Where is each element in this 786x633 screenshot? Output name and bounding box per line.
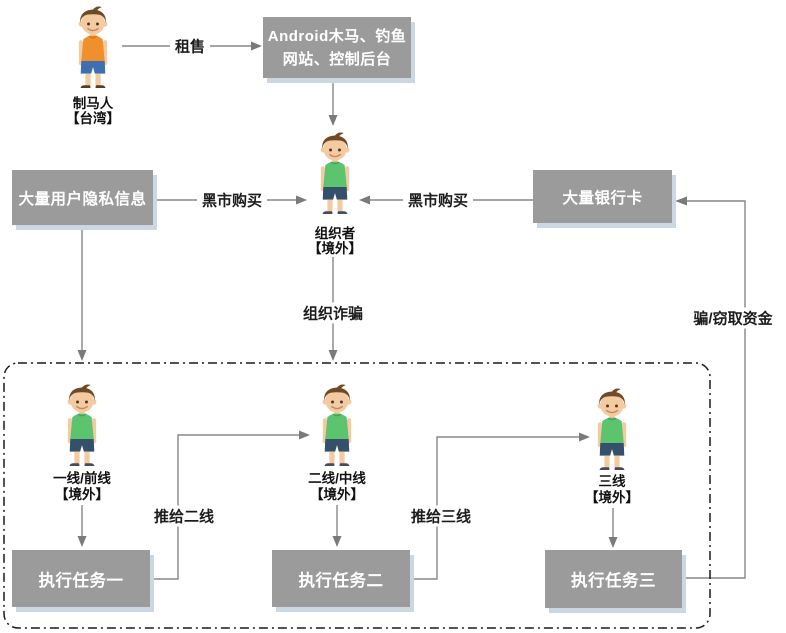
edge-label-black-market-right: 黑市购买 xyxy=(402,189,474,211)
arrowhead-rent xyxy=(251,41,262,51)
arrowhead-bank-left xyxy=(359,195,370,205)
node-task1-box: 执行任务一 xyxy=(12,550,150,607)
arrowhead-push-line3 xyxy=(579,432,590,442)
arrowhead-organize-down xyxy=(328,350,338,361)
person-line1-name: 一线/前线 xyxy=(53,471,111,486)
arrowhead-tools-down xyxy=(328,115,338,126)
edge-label-organize-fraud: 组织诈骗 xyxy=(297,302,369,324)
person-line2-location: 【境外】 xyxy=(310,487,364,502)
person-line1-location: 【境外】 xyxy=(55,487,109,502)
arrowhead-push-line2 xyxy=(299,430,310,440)
node-bankcards-box: 大量银行卡 xyxy=(533,170,672,223)
frontline-group-container xyxy=(3,362,711,629)
edge-steal-funds-line xyxy=(682,200,746,579)
node-task3-box: 执行任务三 xyxy=(545,550,682,608)
person-maker-location: 【台湾】 xyxy=(66,111,120,126)
edge-label-push-line3: 推给三线 xyxy=(405,505,477,527)
person-organizer-location: 【境外】 xyxy=(308,241,362,256)
person-line3-name: 三线 xyxy=(598,474,626,489)
person-line2-name: 二线/中线 xyxy=(308,471,366,486)
arrowhead-privacy-down xyxy=(77,350,87,361)
node-tools-box: Android木马、钓鱼网站、控制后台 xyxy=(263,17,411,78)
person-line1-figure xyxy=(53,380,111,473)
edge-label-steal-funds: 骗/窃取资金 xyxy=(688,307,778,329)
person-maker-name: 制马人 xyxy=(72,96,114,111)
edge-label-black-market-left: 黑市购买 xyxy=(196,189,268,211)
arrowhead-task2-down xyxy=(332,536,342,547)
node-task2-box: 执行任务二 xyxy=(272,550,410,607)
person-line3-location: 【境外】 xyxy=(585,490,639,505)
person-organizer-name: 组织者 xyxy=(314,226,356,241)
person-line3-figure xyxy=(583,384,641,477)
person-line2-figure xyxy=(308,380,366,473)
person-maker-figure xyxy=(64,2,122,95)
edge-label-push-line2: 推给二线 xyxy=(148,505,220,527)
person-organizer-figure xyxy=(306,128,364,221)
arrowhead-task1-down xyxy=(77,536,87,547)
node-privacy-box: 大量用户隐私信息 xyxy=(12,170,153,225)
edge-label-rent: 租售 xyxy=(169,35,211,57)
arrowhead-task3-down xyxy=(608,537,618,548)
arrowhead-privacy-right xyxy=(296,195,307,205)
arrowhead-steal-into-bank xyxy=(675,196,687,206)
